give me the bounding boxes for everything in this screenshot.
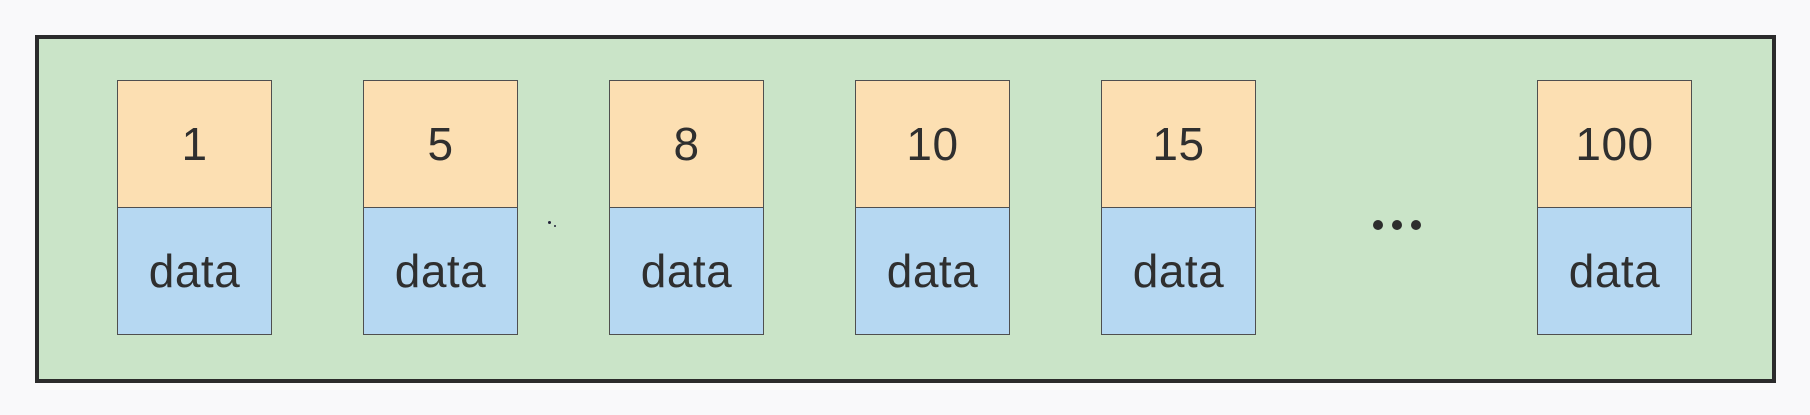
- ellipsis-icon: [1347, 220, 1446, 230]
- node-100: 100 data: [1537, 80, 1692, 335]
- node-data-cell: data: [855, 206, 1010, 335]
- node-15: 15 data: [1101, 80, 1256, 335]
- ellipsis-dot: [1391, 220, 1402, 230]
- node-10: 10 data: [855, 80, 1010, 335]
- node-key-cell: 10: [855, 80, 1010, 208]
- node-data-cell: data: [609, 206, 764, 335]
- node-key-cell: 15: [1101, 80, 1256, 208]
- node-1: 1 data: [117, 80, 272, 335]
- node-key-cell: 100: [1537, 80, 1692, 208]
- ellipsis-dot: [1410, 220, 1421, 230]
- ellipsis-dot: [1372, 220, 1383, 230]
- stray-mark: [548, 221, 551, 224]
- node-5: 5 data: [363, 80, 518, 335]
- node-8: 8 data: [609, 80, 764, 335]
- node-data-cell: data: [363, 206, 518, 335]
- node-data-cell: data: [1101, 206, 1256, 335]
- container-panel: 1 data 5 data 8 data 10 data 15 data 100…: [35, 35, 1776, 383]
- node-data-cell: data: [117, 206, 272, 335]
- stray-mark: [554, 225, 556, 227]
- node-key-cell: 1: [117, 80, 272, 208]
- node-key-cell: 8: [609, 80, 764, 208]
- node-data-cell: data: [1537, 206, 1692, 335]
- node-key-cell: 5: [363, 80, 518, 208]
